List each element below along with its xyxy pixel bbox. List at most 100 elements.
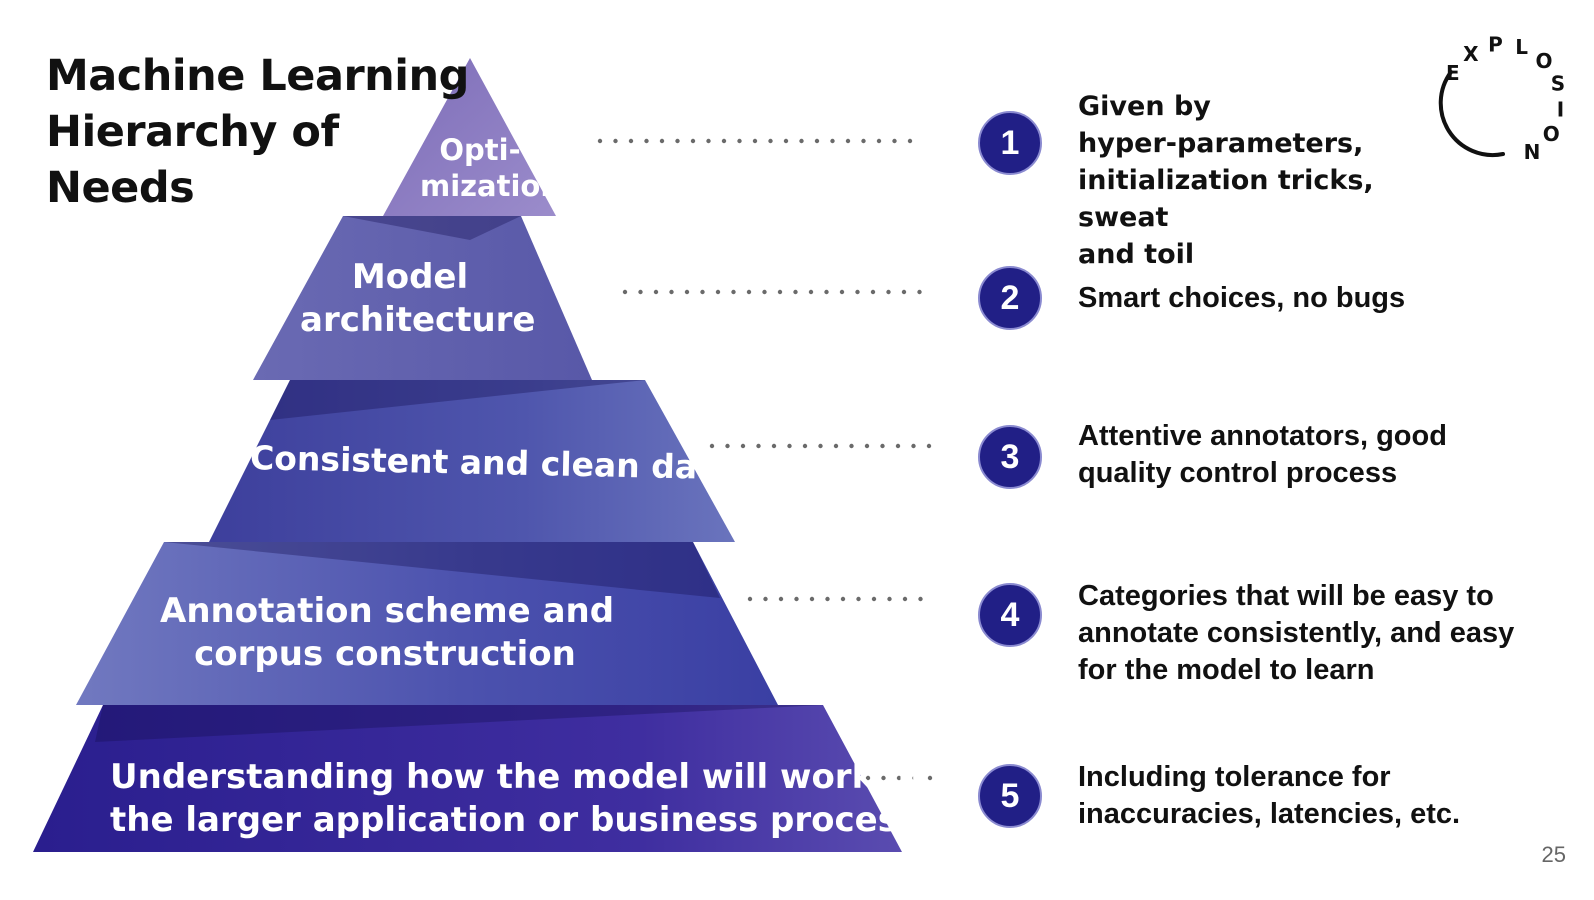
leader-dot: [787, 443, 792, 449]
leader-dot: [638, 289, 643, 295]
leader-dot: [824, 289, 829, 295]
logo-letter: O: [1543, 122, 1560, 146]
label-line: mization: [420, 169, 561, 204]
leader-dot: [861, 138, 866, 144]
layer-5-understanding: [33, 705, 902, 852]
leader-dot: [870, 289, 876, 295]
label-line: Opti-: [439, 133, 521, 167]
page-number: 25: [1541, 842, 1566, 867]
description-line: hyper-parameters,: [1078, 128, 1364, 159]
label-line: Model: [351, 257, 469, 297]
leader-dot: [777, 289, 783, 295]
leader-dot: [746, 289, 752, 295]
leader-dot: [887, 596, 892, 602]
leader-dot: [763, 596, 768, 602]
level-number-badge: 5: [978, 764, 1042, 828]
leader-dot: [756, 443, 761, 449]
leader-dot: [864, 443, 870, 449]
leader-dot: [917, 289, 922, 295]
leader-dot: [892, 138, 897, 144]
label-line: corpus construction: [194, 633, 576, 674]
leader-dot: [690, 138, 696, 144]
leader-dot: [876, 138, 882, 144]
leader-dot: [808, 289, 814, 295]
level-number-badge: 1: [978, 111, 1042, 175]
leader-dot: [628, 138, 634, 144]
leader-dot: [845, 138, 851, 144]
layer-label-annotation-scheme: Annotation scheme and corpus constructio…: [160, 590, 614, 675]
layer-label-optimization: Opti- mization: [420, 132, 561, 205]
leader-dot: [709, 443, 715, 449]
layer-4-annotation: [76, 542, 778, 705]
label-line: Understanding how the model will work in: [110, 757, 922, 797]
leader-dot: [794, 596, 799, 602]
leader-dot: [907, 138, 913, 144]
layer-shading: [343, 216, 521, 240]
leader-dot: [840, 596, 846, 602]
leader-dot: [669, 289, 674, 295]
leader-dot: [740, 443, 746, 449]
description-line: initialization tricks, sweat: [1078, 165, 1374, 233]
leader-dot: [768, 138, 773, 144]
leader-dot: [902, 596, 908, 602]
layer-label-model-architecture: Model architecture: [300, 256, 536, 341]
leader-dot: [644, 138, 649, 144]
layer-shading: [164, 542, 720, 598]
leader-dot: [833, 443, 839, 449]
description-line: annotate consistently, and easy: [1078, 617, 1515, 649]
label-line: the larger application or business proce…: [110, 799, 919, 840]
level-2-description: Smart choices, no bugs: [1078, 280, 1568, 317]
leader-dot: [597, 138, 603, 144]
leader-dot: [881, 775, 886, 781]
leader-dot: [895, 443, 901, 449]
description-line: Attentive annotators, good: [1078, 420, 1447, 452]
layer-3-clean-data: [209, 380, 735, 542]
description-line: Categories that will be easy to: [1078, 580, 1494, 612]
description-line: inaccuracies, latencies, etc.: [1078, 798, 1461, 830]
leader-dot: [926, 443, 932, 449]
level-number-badge: 4: [978, 583, 1042, 647]
leader-dot: [802, 443, 808, 449]
leader-dot: [912, 775, 917, 781]
leader-dot: [653, 289, 659, 295]
leader-dot: [799, 138, 804, 144]
leader-dot: [778, 596, 784, 602]
description-line: for the model to learn: [1078, 654, 1375, 686]
leader-dot: [715, 289, 721, 295]
page-title: Machine Learning Hierarchy of Needs: [46, 48, 469, 216]
leader-dot: [659, 138, 665, 144]
leader-dot: [856, 596, 861, 602]
level-number-badge: 3: [978, 425, 1042, 489]
leader-dot: [700, 289, 705, 295]
level-number-badge: 2: [978, 266, 1042, 330]
logo-letter: O: [1535, 49, 1552, 73]
layer-shading: [95, 705, 823, 742]
leader-dot: [814, 138, 820, 144]
logo-letter: X: [1463, 42, 1479, 66]
leader-dot: [675, 138, 680, 144]
leader-dot: [825, 596, 830, 602]
logo-letter: S: [1551, 71, 1565, 95]
leader-dot: [865, 775, 871, 781]
title-line: Hierarchy of: [46, 107, 339, 157]
leader-dot: [849, 443, 854, 449]
leader-dot: [684, 289, 690, 295]
leader-dot: [871, 596, 877, 602]
logo-letter: N: [1524, 140, 1541, 164]
leader-dot: [752, 138, 758, 144]
leader-dot: [793, 289, 798, 295]
logo-letter: E: [1446, 61, 1460, 85]
description-line: Including tolerance for: [1078, 761, 1391, 793]
layer-shading: [270, 380, 645, 420]
logo-letter: L: [1515, 35, 1528, 59]
leader-dot: [622, 289, 628, 295]
leader-dot: [911, 443, 916, 449]
leader-dot: [731, 289, 736, 295]
leader-dot: [809, 596, 815, 602]
label-line: architecture: [300, 299, 536, 340]
leader-dot: [737, 138, 742, 144]
leader-dot: [896, 775, 902, 781]
logo-letter: P: [1488, 33, 1503, 57]
